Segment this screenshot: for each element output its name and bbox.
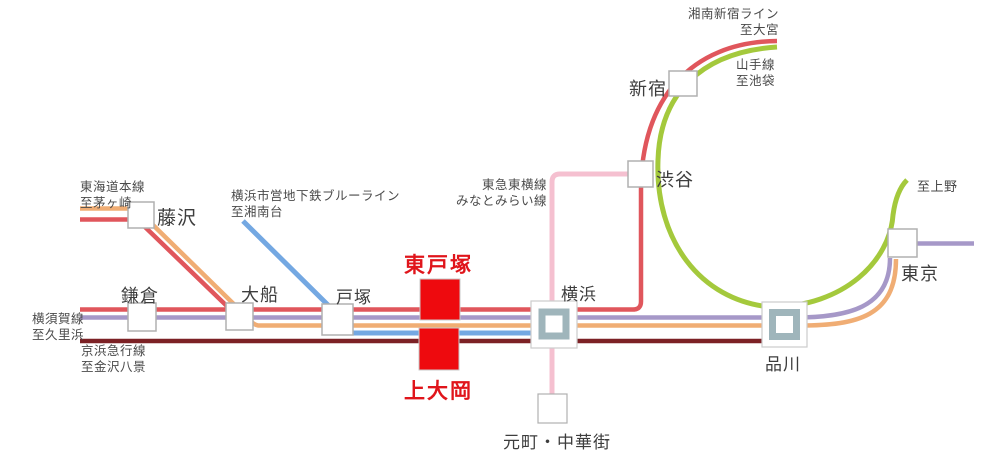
station-marker-kamiooka-highlight (418, 327, 460, 371)
station-label-tokyo: 東京 (901, 264, 939, 285)
station-marker-shinagawa (761, 301, 808, 348)
blue-line-label: 横浜市営地下鉄ブルーライン 至湘南台 (231, 188, 400, 220)
keikyu-line-name: 京浜急行線 (81, 343, 147, 358)
yamanote-ueno-direction-label: 至上野 (917, 180, 958, 195)
station-label-shibuya: 渋谷 (656, 170, 694, 191)
minatomirai-line-name: みなとみらい線 (455, 193, 547, 208)
station-label-kamakura: 鎌倉 (121, 286, 159, 307)
tokaido-line-label: 東海道本線 至茅ヶ崎 (80, 179, 145, 211)
station-marker-shinjuku (668, 70, 698, 97)
station-label-motomachi: 元町・中華街 (503, 433, 611, 453)
station-marker-kamakura (127, 302, 157, 332)
yamanote-line-label: 山手線 至池袋 (736, 57, 775, 89)
station-marker-ofuna (225, 302, 254, 331)
keikyu-line-label: 京浜急行線 至金沢八景 (81, 343, 146, 375)
station-marker-tokyo (887, 228, 918, 258)
station-marker-totsuka (321, 303, 354, 336)
shonan-shinjuku-line-label: 湘南新宿ライン 至大宮 (649, 6, 779, 38)
station-label-shinjuku: 新宿 (629, 79, 667, 100)
blue-line-direction: 至湘南台 (231, 204, 284, 219)
yokosuka-line-label: 横須賀線 至久里浜 (32, 311, 84, 343)
tokaido-line-name: 東海道本線 (80, 179, 146, 194)
toyoko-line-name: 東急東横線 (481, 177, 547, 192)
keikyu-line-direction: 至金沢八景 (81, 359, 147, 374)
yamanote-line-name: 山手線 (736, 57, 776, 72)
yamanote-line-direction: 至池袋 (736, 73, 776, 88)
shonan-shinjuku-line-name: 湘南新宿ライン (687, 6, 779, 21)
shonan-shinjuku-line-direction: 至大宮 (739, 22, 779, 37)
station-label-higashi-totsuka: 東戸塚 (404, 252, 473, 277)
blue-line-name: 横浜市営地下鉄ブルーライン (231, 188, 401, 203)
tokaido-line-direction: 至茅ヶ崎 (80, 195, 133, 210)
station-label-yokohama: 横浜 (561, 285, 597, 305)
station-label-shinagawa: 品川 (765, 355, 801, 375)
station-label-ofuna: 大船 (241, 285, 279, 306)
yokosuka-line-name: 横須賀線 (32, 311, 85, 326)
station-label-kamiooka: 上大岡 (404, 378, 473, 403)
yokosuka-line (80, 241, 974, 320)
yokosuka-line-direction: 至久里浜 (32, 327, 85, 342)
station-marker-shibuya (627, 160, 654, 188)
station-marker-fujisawa (127, 201, 155, 229)
station-marker-motomachi (537, 393, 568, 424)
station-label-fujisawa: 藤沢 (157, 207, 198, 229)
station-label-totsuka: 戸塚 (336, 288, 372, 308)
station-marker-yokohama (530, 300, 578, 349)
station-marker-higashi-totsuka-highlight (419, 278, 461, 321)
minatomirai-toyoko-line (549, 171, 630, 396)
toyoko-minatomirai-label: 東急東横線 みなとみらい線 (417, 177, 547, 209)
